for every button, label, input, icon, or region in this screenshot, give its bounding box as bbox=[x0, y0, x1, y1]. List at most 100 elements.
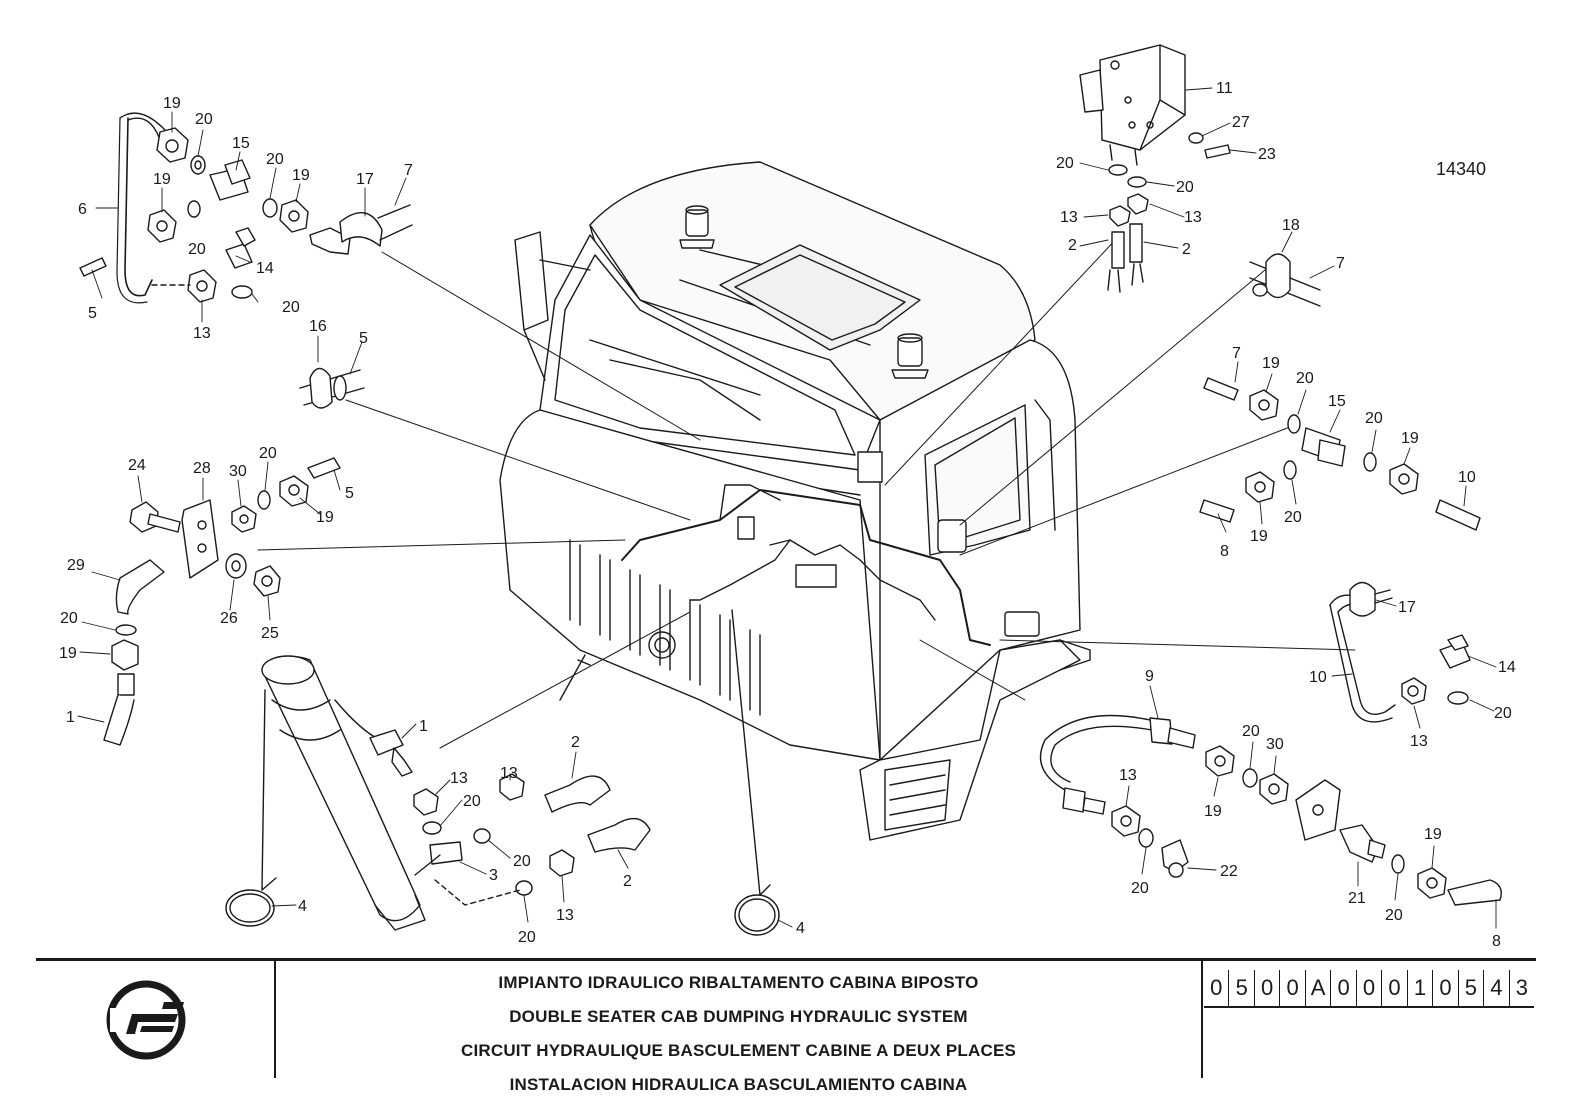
callout: 7 bbox=[404, 162, 413, 179]
callout: 5 bbox=[88, 305, 97, 322]
callout: 20 bbox=[463, 793, 481, 810]
callout: 16 bbox=[309, 318, 327, 335]
callout: 15 bbox=[232, 135, 250, 152]
callout: 20 bbox=[518, 929, 536, 946]
callout: 9 bbox=[1145, 668, 1154, 685]
code-digit: 0 bbox=[1357, 970, 1383, 1006]
callout: 17 bbox=[1398, 599, 1416, 616]
divider bbox=[1201, 958, 1203, 1078]
callout: 13 bbox=[556, 907, 574, 924]
callout: 14 bbox=[1498, 659, 1516, 676]
title-italian: IMPIANTO IDRAULICO RIBALTAMENTO CABINA B… bbox=[498, 973, 979, 992]
right-middle-parts bbox=[1199, 377, 1481, 531]
callout: 29 bbox=[67, 557, 85, 574]
callout: 25 bbox=[261, 625, 279, 642]
title-group: IMPIANTO IDRAULICO RIBALTAMENTO CABINA B… bbox=[276, 966, 1201, 1102]
cab-drawing bbox=[499, 161, 1091, 841]
callout: 13 bbox=[1184, 209, 1202, 226]
callout: 20 bbox=[188, 241, 206, 258]
callout: 23 bbox=[1258, 146, 1276, 163]
callout: 20 bbox=[1242, 723, 1260, 740]
code-digit: 0 bbox=[1433, 970, 1459, 1006]
callout: 22 bbox=[1220, 863, 1238, 880]
callout: 3 bbox=[489, 867, 498, 884]
divider bbox=[36, 958, 1536, 961]
code-digit: 3 bbox=[1515, 975, 1528, 1000]
hydraulic-cylinder bbox=[225, 609, 780, 936]
callout: 19 bbox=[1250, 528, 1268, 545]
callout: 20 bbox=[1176, 179, 1194, 196]
callout: 19 bbox=[1401, 430, 1419, 447]
callout: 18 bbox=[1282, 217, 1300, 234]
callout: 19 bbox=[59, 645, 77, 662]
callout-labels: 19 20 15 20 19 17 7 6 19 20 14 5 13 20 1… bbox=[59, 80, 1516, 950]
callout: 17 bbox=[356, 171, 374, 188]
callout: 8 bbox=[1220, 543, 1229, 560]
pipe-10 bbox=[1329, 581, 1471, 723]
code-digit: 4 bbox=[1484, 970, 1510, 1006]
code-digit: 0 bbox=[1331, 970, 1357, 1006]
callout: 13 bbox=[193, 325, 211, 342]
callout: 10 bbox=[1458, 469, 1476, 486]
callout: 20 bbox=[1056, 155, 1074, 172]
callout: 30 bbox=[229, 463, 247, 480]
valve-11 bbox=[1079, 44, 1231, 293]
callout: 30 bbox=[1266, 736, 1284, 753]
callout: 20 bbox=[60, 610, 78, 627]
callout: 26 bbox=[220, 610, 238, 627]
callout: 13 bbox=[1119, 767, 1137, 784]
code-digit: 5 bbox=[1459, 970, 1485, 1006]
callout: 2 bbox=[1182, 241, 1191, 258]
callout: 19 bbox=[1262, 355, 1280, 372]
callout: 20 bbox=[1284, 509, 1302, 526]
callout: 2 bbox=[1068, 237, 1077, 254]
callout: 2 bbox=[571, 734, 580, 751]
callout-leaders bbox=[77, 87, 1497, 929]
callout: 19 bbox=[153, 171, 171, 188]
callout: 15 bbox=[1328, 393, 1346, 410]
callout: 6 bbox=[78, 201, 87, 218]
callout: 20 bbox=[1385, 907, 1403, 924]
callout: 19 bbox=[316, 509, 334, 526]
divider bbox=[274, 958, 276, 1078]
code-digit: 0 bbox=[1382, 970, 1408, 1006]
callout: 13 bbox=[500, 765, 518, 782]
callout: 28 bbox=[193, 460, 211, 477]
callout: 20 bbox=[1365, 410, 1383, 427]
callout: 20 bbox=[282, 299, 300, 316]
title-block: IMPIANTO IDRAULICO RIBALTAMENTO CABINA B… bbox=[36, 958, 1536, 1094]
callout: 5 bbox=[345, 485, 354, 502]
callout: 7 bbox=[1336, 255, 1345, 272]
code-digit: 0 bbox=[1280, 970, 1306, 1006]
callout: 19 bbox=[1424, 826, 1442, 843]
callout: 11 bbox=[1216, 80, 1233, 97]
callout: 21 bbox=[1348, 890, 1366, 907]
title-english: DOUBLE SEATER CAB DUMPING HYDRAULIC SYST… bbox=[509, 1007, 968, 1026]
callout: 20 bbox=[1131, 880, 1149, 897]
callout: 20 bbox=[266, 151, 284, 168]
callout: 13 bbox=[450, 770, 468, 787]
code-digit: 1 bbox=[1408, 970, 1434, 1006]
exploded-parts-diagram: 19 20 15 20 19 17 7 6 19 20 14 5 13 20 1… bbox=[59, 44, 1516, 950]
part-code-box: 0 5 0 0 A 0 0 0 1 0 5 4 3 bbox=[1204, 970, 1534, 1008]
clamp-18 bbox=[1249, 253, 1321, 307]
top-left-parts bbox=[79, 112, 413, 304]
code-digit: 5 bbox=[1229, 970, 1255, 1006]
callout: 4 bbox=[298, 898, 307, 915]
callout: 7 bbox=[1232, 345, 1241, 362]
callout: 13 bbox=[1410, 733, 1428, 750]
code-digit: 0 bbox=[1255, 970, 1281, 1006]
leader-lines bbox=[257, 234, 1356, 749]
callout: 13 bbox=[1060, 209, 1078, 226]
drawing-id: 14340 bbox=[1436, 159, 1486, 179]
callout: 1 bbox=[419, 718, 428, 735]
callout: 20 bbox=[259, 445, 277, 462]
callout: 19 bbox=[292, 167, 310, 184]
callout: 5 bbox=[359, 330, 368, 347]
callout: 20 bbox=[1296, 370, 1314, 387]
callout: 20 bbox=[1494, 705, 1512, 722]
callout: 24 bbox=[128, 457, 146, 474]
callout: 10 bbox=[1309, 669, 1327, 686]
manufacturer-logo bbox=[106, 980, 186, 1060]
callout: 1 bbox=[66, 709, 75, 726]
